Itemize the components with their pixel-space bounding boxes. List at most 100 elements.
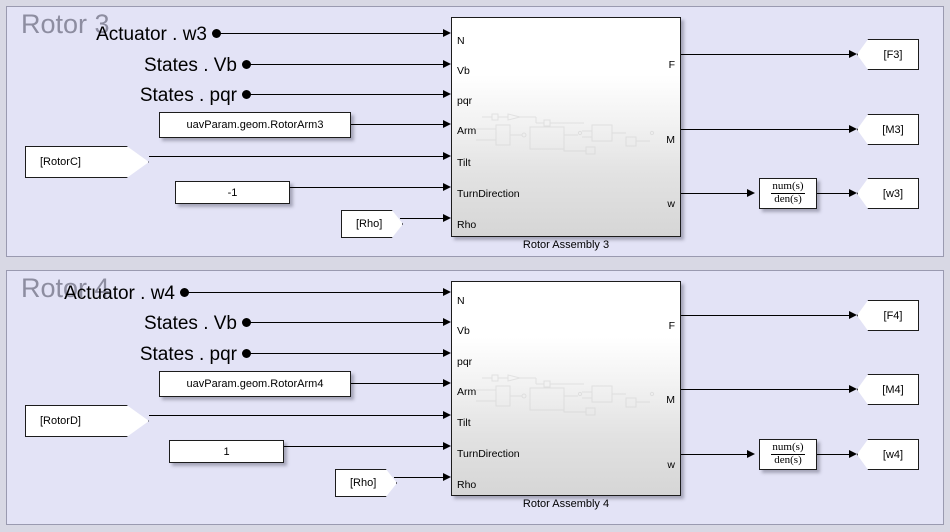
arrow-rho-4 bbox=[443, 473, 451, 481]
from-tag-label-rho: [Rho] bbox=[356, 218, 383, 230]
constant-block-rotorarm4[interactable]: uavParam.geom.RotorArm4 bbox=[159, 371, 351, 397]
wire-out-f bbox=[681, 54, 853, 55]
wire-vb-4 bbox=[249, 322, 447, 323]
signal-label-states-pqr-4: States . pqr bbox=[139, 344, 237, 365]
wire-n-4 bbox=[187, 292, 447, 293]
subsystem-preview-sketch bbox=[476, 113, 655, 155]
signal-dot-pqr-4 bbox=[242, 349, 251, 358]
arrow-out-f bbox=[849, 50, 857, 58]
constant-block-rotorarm3[interactable]: uavParam.geom.RotorArm3 bbox=[159, 112, 351, 138]
wire-out-f-4 bbox=[681, 315, 853, 316]
arrow-turndirection bbox=[443, 183, 451, 191]
wire-arm bbox=[351, 124, 447, 125]
subsystem-panel-rotor4[interactable]: Rotor 4 Actuator . w4 States . Vb States… bbox=[6, 270, 944, 525]
port-label-in-vb: Vb bbox=[457, 65, 470, 77]
wire-tilt bbox=[149, 156, 447, 157]
port-label-out-f: F bbox=[668, 59, 675, 71]
from-tag-rotorc[interactable]: [RotorC] bbox=[25, 146, 149, 178]
port-label-out-w: w bbox=[667, 198, 675, 210]
constant-value-rotorarm3: uavParam.geom.RotorArm3 bbox=[186, 119, 324, 131]
arrow-arm-4 bbox=[443, 379, 451, 387]
constant-block-turndirection[interactable]: -1 bbox=[175, 181, 290, 204]
from-tag-rho[interactable]: [Rho] bbox=[341, 210, 403, 238]
wire-out-w bbox=[681, 193, 751, 194]
arrow-arm bbox=[443, 120, 451, 128]
port-label-in-turndirection: TurnDirection bbox=[457, 188, 520, 200]
wire-pqr bbox=[249, 94, 447, 95]
arrow-n bbox=[443, 29, 451, 37]
goto-tag-m3[interactable]: [M3] bbox=[857, 114, 919, 145]
port-label-out-f-4: F bbox=[668, 320, 675, 332]
signal-label-actuator-w4: Actuator . w4 bbox=[64, 283, 175, 304]
transfer-function-block-w4[interactable]: num(s) den(s) bbox=[759, 439, 817, 470]
arrow-vb-4 bbox=[443, 318, 451, 326]
constant-value-turndirection-4: 1 bbox=[223, 445, 230, 458]
arrow-out-w bbox=[747, 189, 755, 197]
goto-tag-w3[interactable]: [w3] bbox=[857, 178, 919, 209]
signal-dot-pqr bbox=[242, 90, 251, 99]
signal-dot-n-4 bbox=[180, 288, 189, 297]
port-label-in-tilt: Tilt bbox=[457, 157, 471, 169]
port-label-in-tilt-4: Tilt bbox=[457, 417, 471, 429]
subsystem-panel-rotor3[interactable]: Rotor 3 Actuator . w3 States . Vb States… bbox=[6, 6, 944, 257]
wire-rho-4 bbox=[394, 477, 447, 478]
arrow-tilt bbox=[443, 152, 451, 160]
port-label-in-turndirection-4: TurnDirection bbox=[457, 448, 520, 460]
arrow-pqr-4 bbox=[443, 349, 451, 357]
port-label-out-m-4: M bbox=[666, 394, 675, 406]
goto-tag-f4[interactable]: [F4] bbox=[857, 300, 919, 331]
wire-tf-to-w3 bbox=[817, 193, 853, 194]
goto-tag-label-w4: [w4] bbox=[882, 448, 904, 461]
arrow-n-4 bbox=[443, 288, 451, 296]
wire-turndirection bbox=[290, 187, 447, 188]
signal-dot-vb-4 bbox=[242, 318, 251, 327]
port-label-in-arm: Arm bbox=[457, 125, 477, 137]
wire-tf-to-w4 bbox=[817, 454, 853, 455]
arrow-out-m bbox=[849, 125, 857, 133]
transfer-function-numerator-4: num(s) bbox=[771, 441, 805, 455]
wire-n bbox=[219, 33, 447, 34]
from-tag-rotord[interactable]: [RotorD] bbox=[25, 405, 149, 437]
subsystem-block-rotor-assembly-4[interactable]: N Vb pqr Arm Tilt TurnDirection Rho F M … bbox=[451, 281, 681, 496]
port-label-out-m: M bbox=[666, 134, 675, 146]
port-label-in-n: N bbox=[457, 35, 465, 47]
constant-block-turndirection-4[interactable]: 1 bbox=[169, 440, 284, 463]
constant-value-rotorarm4: uavParam.geom.RotorArm4 bbox=[186, 378, 324, 390]
wire-out-m bbox=[681, 129, 853, 130]
goto-tag-m4[interactable]: [M4] bbox=[857, 374, 919, 405]
port-label-in-rho: Rho bbox=[457, 219, 477, 231]
subsystem-block-rotor-assembly-3[interactable]: N Vb pqr Arm Tilt TurnDirection Rho F M … bbox=[451, 17, 681, 237]
arrow-tf-to-w4 bbox=[849, 450, 857, 458]
wire-arm-4 bbox=[351, 383, 447, 384]
arrow-rho bbox=[443, 214, 451, 222]
arrow-out-m-4 bbox=[849, 385, 857, 393]
subsystem-caption-rotor-assembly-4: Rotor Assembly 4 bbox=[522, 498, 610, 510]
signal-dot-vb bbox=[242, 60, 251, 69]
arrow-vb bbox=[443, 60, 451, 68]
arrow-pqr bbox=[443, 90, 451, 98]
signal-label-states-vb: States . Vb bbox=[144, 55, 237, 76]
port-label-in-rho-4: Rho bbox=[457, 479, 477, 491]
goto-tag-label-f3: [F3] bbox=[883, 48, 903, 61]
subsystem-caption-rotor-assembly-3: Rotor Assembly 3 bbox=[522, 239, 610, 251]
from-tag-rho-4[interactable]: [Rho] bbox=[335, 469, 397, 497]
wire-vb bbox=[249, 64, 447, 65]
from-tag-label-rotorc: [RotorC] bbox=[40, 156, 81, 168]
goto-tag-f3[interactable]: [F3] bbox=[857, 39, 919, 70]
arrow-tilt-4 bbox=[443, 411, 451, 419]
wire-turndirection-4 bbox=[284, 446, 447, 447]
signal-label-states-pqr: States . pqr bbox=[139, 85, 237, 106]
transfer-function-numerator: num(s) bbox=[771, 180, 805, 194]
transfer-function-denominator: den(s) bbox=[774, 193, 802, 205]
from-tag-label-rotord: [RotorD] bbox=[40, 415, 81, 427]
wire-out-w-4 bbox=[681, 454, 751, 455]
arrow-tf-to-w3 bbox=[849, 189, 857, 197]
goto-tag-label-m3: [M3] bbox=[882, 123, 904, 136]
port-label-in-arm-4: Arm bbox=[457, 386, 477, 398]
goto-tag-w4[interactable]: [w4] bbox=[857, 439, 919, 470]
transfer-function-block-w3[interactable]: num(s) den(s) bbox=[759, 178, 817, 209]
signal-label-states-vb-4: States . Vb bbox=[144, 313, 237, 334]
wire-pqr-4 bbox=[249, 353, 447, 354]
port-label-in-pqr: pqr bbox=[457, 95, 473, 107]
